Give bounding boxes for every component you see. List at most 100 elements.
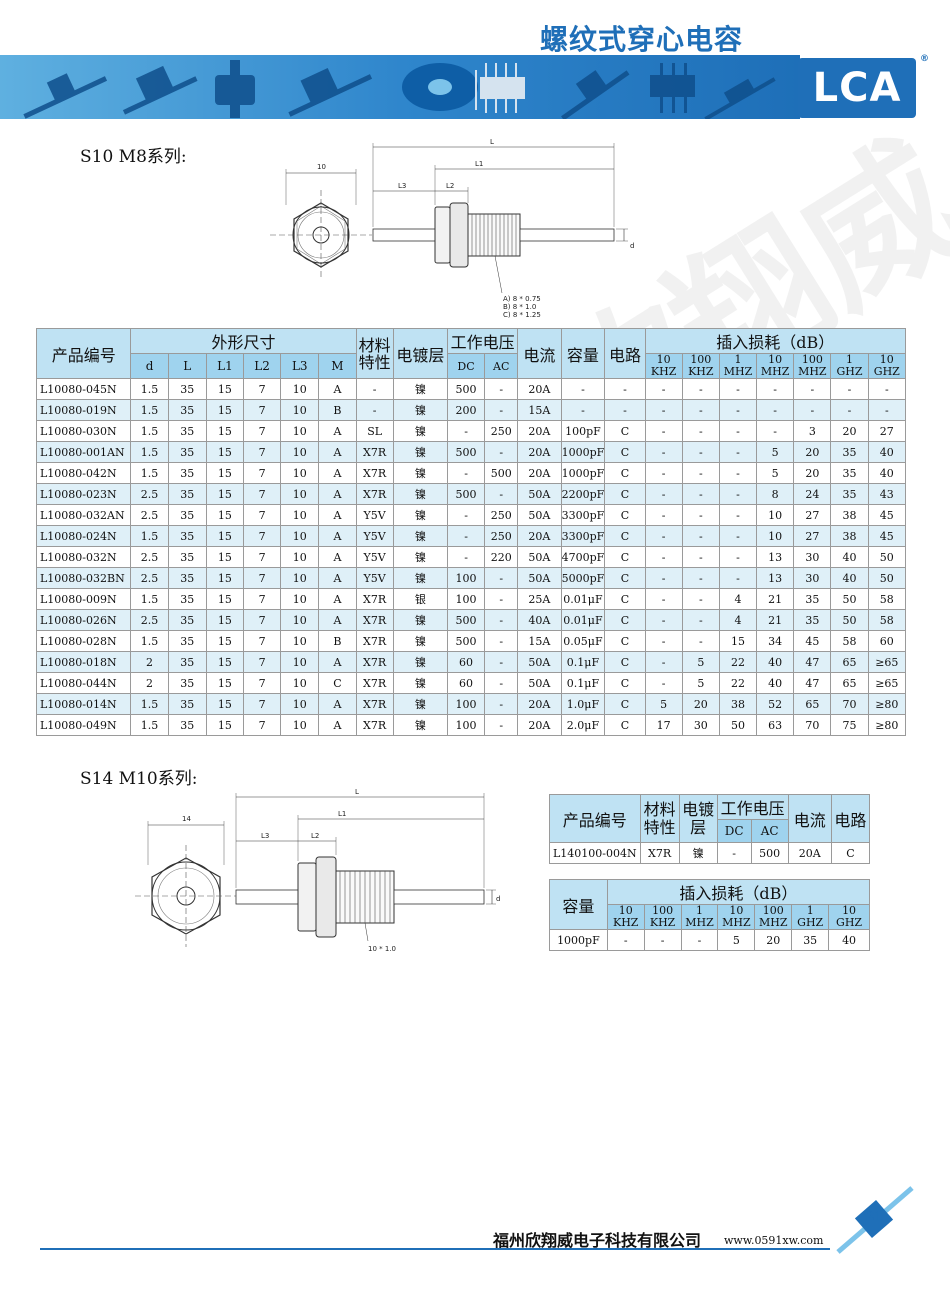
- table-cell: -: [484, 441, 519, 463]
- part-number-cell: L10080-044N: [35, 672, 132, 694]
- table-cell: -: [484, 483, 519, 505]
- table-cell: 500: [446, 609, 486, 631]
- table-cell: 13: [756, 546, 795, 568]
- table-cell: 10: [280, 420, 320, 442]
- table-cell: C: [604, 546, 646, 568]
- table-cell: -: [867, 378, 907, 400]
- table-cell: 70: [830, 693, 869, 715]
- table-cell: 0.1μF: [560, 672, 606, 694]
- table-cell: 15: [205, 378, 245, 400]
- table-cell: X7R: [355, 441, 394, 463]
- table-cell: 银: [392, 588, 448, 610]
- table-cell: -: [484, 399, 519, 421]
- table-cell: 35: [167, 672, 207, 694]
- table-cell: 500: [446, 483, 486, 505]
- table-cell: X7R: [355, 462, 394, 484]
- page-title: 螺纹式穿心电容: [540, 23, 744, 56]
- company-name: 福州欣翔威电子科技有限公司: [493, 1231, 702, 1250]
- table-cell: 15: [718, 630, 758, 652]
- table-cell: 10: [280, 714, 320, 736]
- s2-col-capacitance: 容量: [549, 879, 608, 930]
- table-cell: -: [681, 504, 720, 526]
- part-number-cell: L10080-032AN: [35, 504, 132, 526]
- table-cell: B: [318, 630, 357, 652]
- series1-title: S10 M8系列:: [80, 147, 187, 167]
- table-cell: 40: [756, 651, 795, 673]
- table-cell: 1.5: [130, 441, 169, 463]
- table-cell: 35: [167, 525, 207, 547]
- table-cell: 50: [718, 714, 758, 736]
- table-cell: 65: [830, 672, 869, 694]
- table-cell: X7R: [355, 588, 394, 610]
- table-cell: 27: [867, 420, 907, 442]
- table-cell: 35: [793, 588, 832, 610]
- part-number-cell: L10080-030N: [35, 420, 132, 442]
- table-cell: -: [681, 525, 720, 547]
- table-cell: 2: [130, 651, 169, 673]
- table-cell: 100: [446, 588, 486, 610]
- table-cell: 0.01μF: [560, 609, 606, 631]
- table-cell: 10: [280, 609, 320, 631]
- table-cell: 15: [205, 546, 245, 568]
- table-cell: A: [318, 651, 357, 673]
- table-cell: 22: [718, 672, 758, 694]
- table-cell: A: [318, 546, 357, 568]
- s2-circuit: C: [830, 842, 871, 864]
- table-cell: 58: [867, 609, 907, 631]
- s2-material: X7R: [639, 842, 680, 864]
- s2-col-part-number: 产品编号: [549, 794, 641, 843]
- col-material: 材料特性: [355, 328, 394, 379]
- table-cell: 500: [446, 630, 486, 652]
- table-cell: 镍: [392, 420, 448, 442]
- freq-value: 100: [652, 904, 674, 917]
- table-cell: C: [604, 420, 646, 442]
- table-cell: 镍: [392, 714, 448, 736]
- table-cell: -: [793, 378, 832, 400]
- table-cell: 60: [446, 672, 486, 694]
- col-dim-2: L1: [205, 353, 245, 379]
- table-cell: -: [644, 378, 683, 400]
- table-cell: 35: [830, 441, 869, 463]
- dim-L2-2: L2: [311, 832, 319, 840]
- table-cell: 4: [718, 609, 758, 631]
- table-cell: 27: [793, 504, 832, 526]
- table-cell: 13: [756, 567, 795, 589]
- table-cell: A: [318, 420, 357, 442]
- table-cell: 15: [205, 504, 245, 526]
- table-cell: 2.5: [130, 483, 169, 505]
- table-cell: -: [484, 588, 519, 610]
- table-cell: 45: [793, 630, 832, 652]
- table-cell: 40: [756, 672, 795, 694]
- table-cell: -: [718, 462, 758, 484]
- table-cell: 15: [205, 672, 245, 694]
- table-cell: 5: [756, 441, 795, 463]
- freq-unit: GHZ: [836, 365, 863, 378]
- table-cell: A: [318, 693, 357, 715]
- freq-value: 10: [656, 353, 671, 366]
- table-cell: -: [446, 546, 486, 568]
- table-cell: 7: [242, 714, 282, 736]
- table-cell: 10: [280, 672, 320, 694]
- table-cell: 4: [718, 588, 758, 610]
- table-cell: -: [718, 399, 758, 421]
- table-cell: A: [318, 609, 357, 631]
- table-cell: 镍: [392, 462, 448, 484]
- table-cell: 15: [205, 441, 245, 463]
- col-part-number: 产品编号: [35, 328, 132, 379]
- table-cell: -: [644, 588, 683, 610]
- table-cell: 75: [830, 714, 869, 736]
- s2-loss-cell: 20: [754, 929, 793, 951]
- table-cell: 7: [242, 378, 282, 400]
- table-cell: 65: [793, 693, 832, 715]
- table-cell: 镍: [392, 672, 448, 694]
- freq-unit: GHZ: [836, 916, 863, 929]
- s2-part-number: L140100-004N: [549, 842, 641, 864]
- part-number-cell: L10080-009N: [35, 588, 132, 610]
- table-cell: A: [318, 714, 357, 736]
